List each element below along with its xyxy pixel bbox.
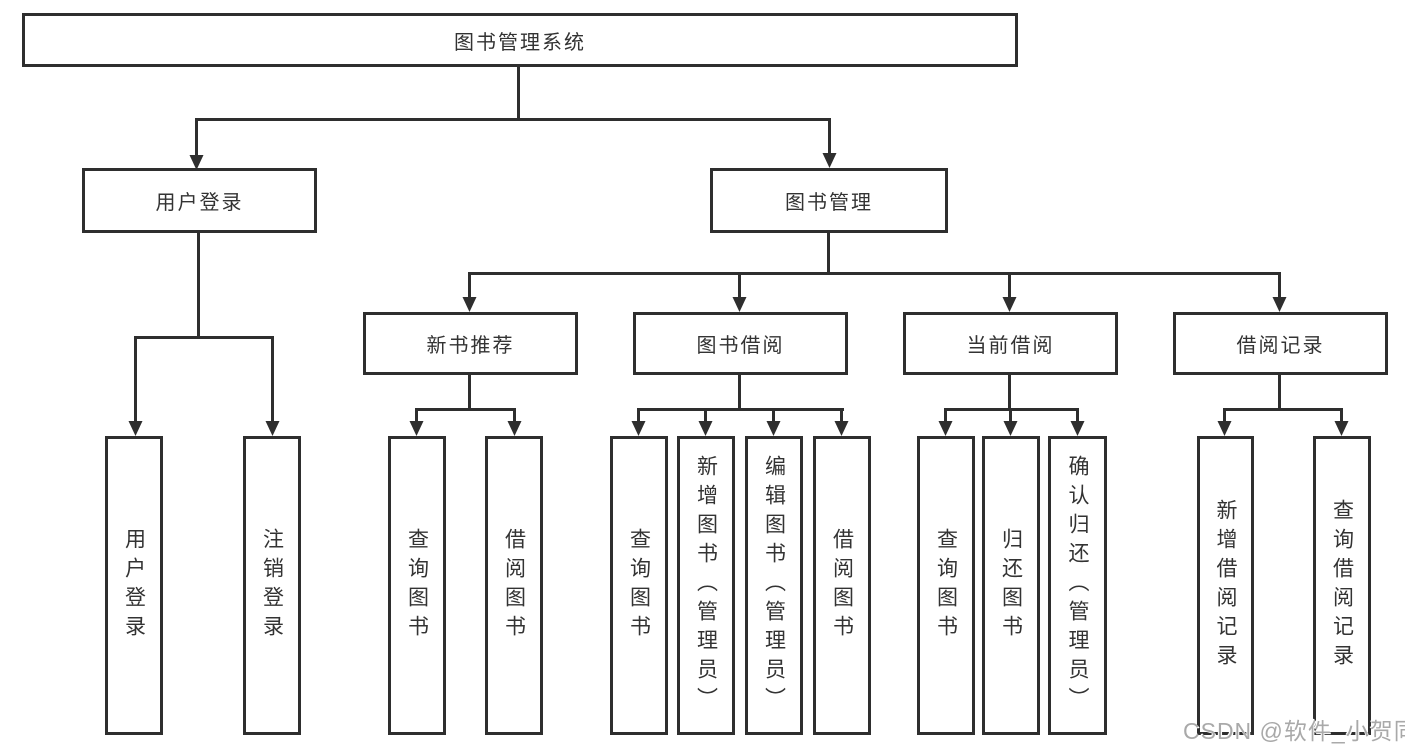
csdn-watermark: CSDN @软件_小贺同学	[1183, 718, 1405, 744]
leaf-add-book-admin: 新增图书（管理员）	[677, 436, 735, 735]
leaf-borrow-books-recommend: 借阅图书	[485, 436, 543, 735]
connector-new-book-children	[409, 375, 522, 436]
connector-borrow-record-children	[1217, 375, 1349, 436]
node-borrow-record: 借阅记录	[1173, 312, 1388, 375]
leaf-query-books-current: 查询图书	[917, 436, 975, 735]
connector-book-borrow-children	[631, 375, 849, 436]
node-current-borrow: 当前借阅	[903, 312, 1118, 375]
leaf-query-books-borrow: 查询图书	[610, 436, 668, 735]
leaf-borrow-book: 借阅图书	[813, 436, 871, 735]
leaf-return-book: 归还图书	[982, 436, 1040, 735]
leaf-edit-book-admin: 编辑图书（管理员）	[745, 436, 803, 735]
leaf-user-login: 用户登录	[105, 436, 163, 735]
node-book-management: 图书管理	[710, 168, 948, 233]
connector-user-login-children	[128, 233, 280, 436]
node-system-root: 图书管理系统	[22, 13, 1018, 67]
leaf-confirm-return-admin: 确认归还（管理员）	[1048, 436, 1107, 735]
leaf-query-borrow-record: 查询借阅记录	[1313, 436, 1371, 735]
connector-book-management-children	[462, 233, 1287, 312]
leaf-add-borrow-record: 新增借阅记录	[1197, 436, 1254, 735]
connector-current-borrow-children	[938, 375, 1085, 436]
node-book-borrow: 图书借阅	[633, 312, 848, 375]
node-user-login: 用户登录	[82, 168, 317, 233]
leaf-query-books-recommend: 查询图书	[388, 436, 446, 735]
connector-root-to-level2	[189, 67, 837, 170]
leaf-logout: 注销登录	[243, 436, 301, 735]
node-new-book-recommend: 新书推荐	[363, 312, 578, 375]
